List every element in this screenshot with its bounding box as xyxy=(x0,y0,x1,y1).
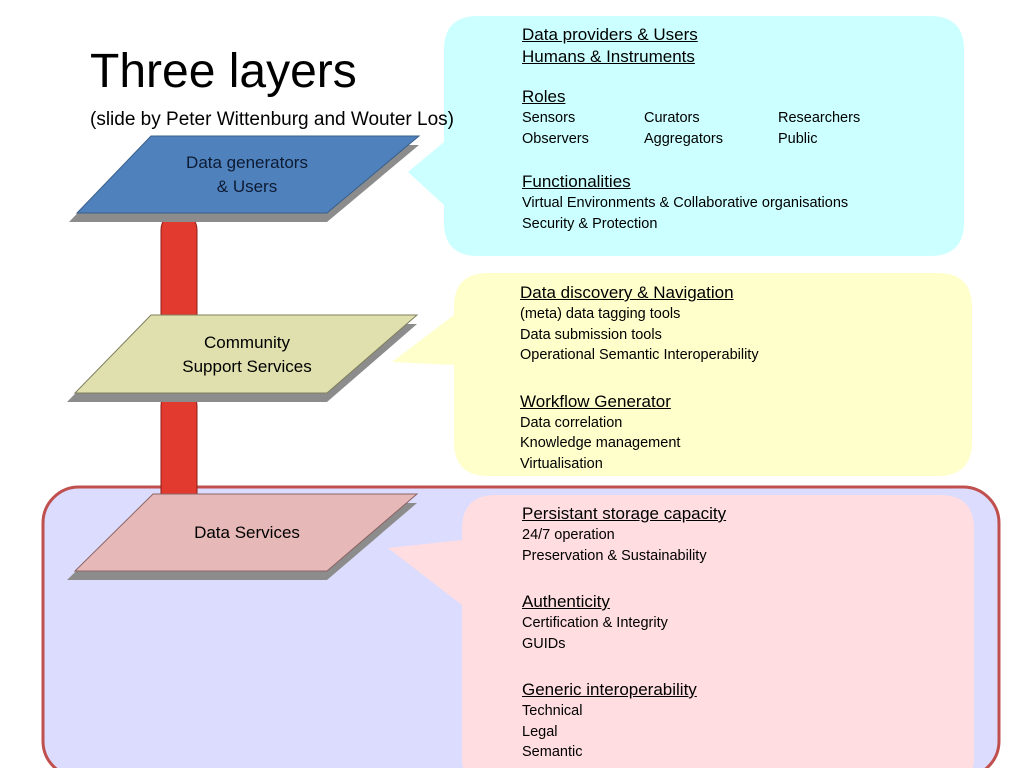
layer-top-label: Data generators & Users xyxy=(147,151,347,199)
layer-middle-label-line2: Support Services xyxy=(182,357,312,376)
role-cell: Observers xyxy=(522,130,589,147)
role-cell: Curators xyxy=(644,110,700,126)
workflow-item: Data correlation xyxy=(520,414,623,431)
layer-middle-plane xyxy=(73,314,419,394)
layer-bottom-label-line1: Data Services xyxy=(194,523,300,542)
layer-middle-label-line1: Community xyxy=(204,333,290,352)
layer-bottom-plane xyxy=(73,493,419,572)
role-cell: Researchers xyxy=(778,110,861,126)
authenticity-heading: Authenticity xyxy=(522,592,610,611)
workflow-item: Virtualisation xyxy=(520,455,603,472)
layer-top-label-line1: Data generators xyxy=(186,153,308,172)
callout-top xyxy=(408,16,964,256)
authenticity-item: GUIDs xyxy=(522,635,566,652)
storage-item: Preservation & Sustainability xyxy=(522,547,707,564)
layer-top-label-line2: & Users xyxy=(216,177,278,196)
panel-top-heading-1: Data providers & Users xyxy=(522,25,698,44)
discovery-heading: Data discovery & Navigation xyxy=(520,283,734,302)
interop-heading: Generic interoperability xyxy=(522,680,697,699)
functionality-item: Security & Protection xyxy=(522,215,658,232)
discovery-item: Operational Semantic Interoperability xyxy=(520,347,759,363)
role-cell: Public xyxy=(778,130,818,147)
role-cell: Aggregators xyxy=(644,130,723,147)
workflow-item: Knowledge management xyxy=(520,435,681,451)
panel-top-text: Data providers & Users Humans & Instrume… xyxy=(522,24,942,234)
storage-heading: Persistant storage capacity xyxy=(522,504,727,523)
functionalities-heading: Functionalities xyxy=(522,172,631,191)
functionality-item: Virtual Environments & Collaborative org… xyxy=(522,195,849,211)
workflow-heading: Workflow Generator xyxy=(520,391,671,411)
layer-middle-label: Community Support Services xyxy=(147,331,347,379)
page-title: Three layers xyxy=(90,45,357,98)
discovery-item: Data submission tools xyxy=(520,326,662,343)
layer-bottom-label: Data Services xyxy=(147,521,347,545)
page-subtitle: (slide by Peter Wittenburg and Wouter Lo… xyxy=(90,109,454,130)
panel-top-heading-2: Humans & Instruments xyxy=(522,47,695,66)
interop-item: Technical xyxy=(522,703,583,719)
interop-item: Legal xyxy=(522,723,558,740)
interop-item: Semantic xyxy=(522,744,583,760)
layer-top-plane xyxy=(75,135,421,214)
panel-middle-text: Data discovery & Navigation (meta) data … xyxy=(520,282,960,474)
authenticity-item: Certification & Integrity xyxy=(522,615,668,631)
discovery-item: (meta) data tagging tools xyxy=(520,306,681,322)
callout-bottom xyxy=(388,495,974,768)
callout-middle xyxy=(392,273,972,476)
storage-item: 24/7 operation xyxy=(522,527,615,543)
roles-heading: Roles xyxy=(522,87,566,106)
roles-grid: Sensors Curators Researchers Observers A… xyxy=(522,108,942,149)
panel-bottom-text: Persistant storage capacity 24/7 operati… xyxy=(522,503,962,763)
role-cell: Sensors xyxy=(522,110,576,126)
